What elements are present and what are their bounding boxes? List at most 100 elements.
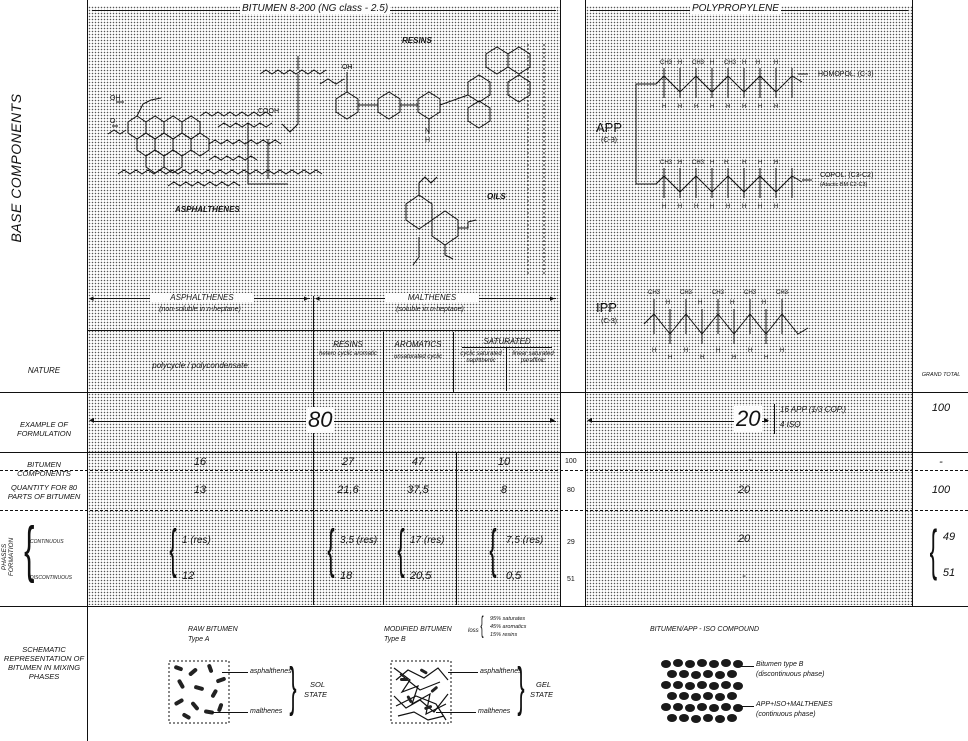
raw-bottom-label: malthenes — [250, 708, 282, 715]
mod-loss1: 95% saturates — [490, 616, 525, 622]
components-asphalthenes: 16 — [170, 456, 230, 468]
compound-note1: Bitumen type B — [756, 661, 803, 668]
svg-text:H: H — [662, 104, 666, 110]
example-total: 100 — [916, 402, 966, 414]
components-pp: - — [720, 454, 780, 466]
mod-bottom-label: malthenes — [478, 708, 510, 715]
nature-saturated: SATURATED — [458, 337, 556, 346]
malthenes-arrow-left: ◂ — [315, 293, 320, 304]
mod-state2: STATE — [530, 690, 553, 699]
components-saturated: 10 — [474, 456, 534, 468]
raw-bitumen-type: Type A — [188, 636, 209, 643]
pp-chains-drawing: CH3HCH3HCH3HHH HHHHHHHH CH3HCH3HHHHH HHH… — [586, 14, 912, 374]
svg-text:H: H — [774, 104, 778, 110]
phases-label: PHASES FORMATION — [1, 527, 15, 587]
svg-text:H: H — [668, 355, 672, 361]
quantity-pp: 20 — [714, 484, 774, 496]
copol-label: COPOL. (C3-C2) — [820, 172, 873, 179]
components-total: - — [916, 456, 966, 468]
grid-line — [560, 0, 561, 606]
components-aromatics: 47 — [388, 456, 448, 468]
nature-resins: RESINS — [316, 340, 380, 349]
oh-label: OH — [342, 64, 353, 71]
quantity-label: QUANTITY FOR 80 PARTS OF BITUMEN — [6, 483, 82, 501]
nature-resins-sub: hetero cyclic aromatic — [318, 351, 378, 358]
pp-header: POLYPROPYLENE — [690, 3, 781, 14]
svg-text:H: H — [758, 204, 762, 210]
disc-asphalthenes: 12 — [182, 570, 194, 582]
svg-text:H: H — [730, 300, 734, 306]
example-pp-note2: 4 ISO — [780, 420, 800, 429]
compound-leader-2 — [740, 706, 754, 707]
nature-asphalthenes: polycycle / polycondensate — [110, 361, 290, 370]
compound-leader-1 — [740, 666, 754, 667]
mod-loss-label: loss — [468, 628, 479, 634]
schematic-label: SCHEMATIC REPRESENTATION OF BITUMEN IN M… — [2, 645, 86, 681]
quantity-asphalthenes: 13 — [170, 484, 230, 496]
brace-resins: { — [327, 522, 334, 576]
example-bitumen-value: 80 — [306, 407, 334, 433]
malthenes-fraction-sub: (soluble in n-heptane) — [360, 305, 500, 314]
mod-top-leader — [448, 672, 478, 673]
svg-text:H: H — [742, 204, 746, 210]
oh-label: OH — [110, 95, 121, 102]
raw-top-label: asphalthenes — [250, 668, 292, 675]
saturated-underline — [462, 347, 552, 348]
mod-bitumen-type: Type B — [384, 636, 406, 643]
nature-sat-linear: linear saturated paraffinic — [508, 351, 558, 365]
resins-label: RESINS — [402, 36, 432, 45]
svg-text:H: H — [710, 160, 714, 166]
grid-line — [0, 470, 968, 471]
svg-text:CH3: CH3 — [724, 60, 737, 66]
svg-text:H: H — [710, 104, 714, 110]
cont-resins: 3,5 (res) — [340, 535, 377, 546]
quantity-saturated: 8 — [474, 484, 534, 496]
o-label: O — [110, 118, 115, 125]
compound-note2: APP+ISO+MALTHENES — [756, 701, 833, 708]
cont-saturated: 7,5 (res) — [506, 535, 543, 546]
example-pp-arrow-right: ▸ — [764, 415, 769, 426]
example-pp-divider — [774, 404, 775, 434]
svg-text:CH3: CH3 — [744, 290, 757, 296]
asphalthenes-fraction-sub: (non-soluble in n-heptane) — [120, 305, 280, 314]
svg-text:H: H — [694, 104, 698, 110]
svg-text:CH3: CH3 — [660, 60, 673, 66]
svg-text:CH3: CH3 — [712, 290, 725, 296]
disc-aromatics: 20,5 — [410, 570, 431, 582]
nature-label: NATURE — [4, 366, 84, 375]
svg-text:H: H — [710, 60, 714, 66]
asphalthenes-label: ASPHALTHENES — [175, 205, 240, 214]
bitumen-molecules-drawing — [88, 14, 560, 296]
compound-note1b: (discontinuous phase) — [756, 671, 825, 678]
grid-line — [313, 296, 314, 605]
compound-title: BITUMEN/APP - ISO COMPOUND — [650, 626, 759, 633]
grand-total-label: GRAND TOTAL — [918, 372, 964, 378]
disc-resins: 18 — [340, 570, 352, 582]
mod-state-brace: } — [517, 660, 524, 714]
svg-text:H: H — [762, 300, 766, 306]
disc-subtotal: 51 — [567, 576, 575, 583]
phases-brace: { — [24, 520, 34, 580]
n-label: N — [425, 128, 430, 135]
mod-loss3: 15% resins — [490, 632, 517, 638]
raw-state2: STATE — [304, 690, 327, 699]
white-gap-1 — [560, 0, 586, 606]
svg-text:CH3: CH3 — [648, 290, 661, 296]
grid-line — [0, 510, 968, 511]
example-arrow-right: ▸ — [550, 415, 555, 426]
svg-text:H: H — [742, 104, 746, 110]
grid-line — [0, 452, 968, 453]
quantity-resins: 21,6 — [318, 484, 378, 496]
mod-top-label: asphalthenes — [480, 668, 522, 675]
svg-text:H: H — [662, 204, 666, 210]
asphalthenes-arrow-left: ◂ — [89, 293, 94, 304]
compound-diagram — [660, 658, 744, 724]
raw-state1: SOL — [310, 680, 325, 689]
asphalthenes-fraction-label: ASPHALTHENES — [150, 293, 254, 302]
quantity-total: 100 — [916, 484, 966, 496]
h-label: H — [425, 137, 430, 144]
compound-note2b: (continuous phase) — [756, 711, 816, 718]
malthenes-fraction-label: MALTHENES — [385, 293, 479, 302]
saturated-divider — [506, 347, 507, 391]
svg-text:H: H — [758, 160, 762, 166]
